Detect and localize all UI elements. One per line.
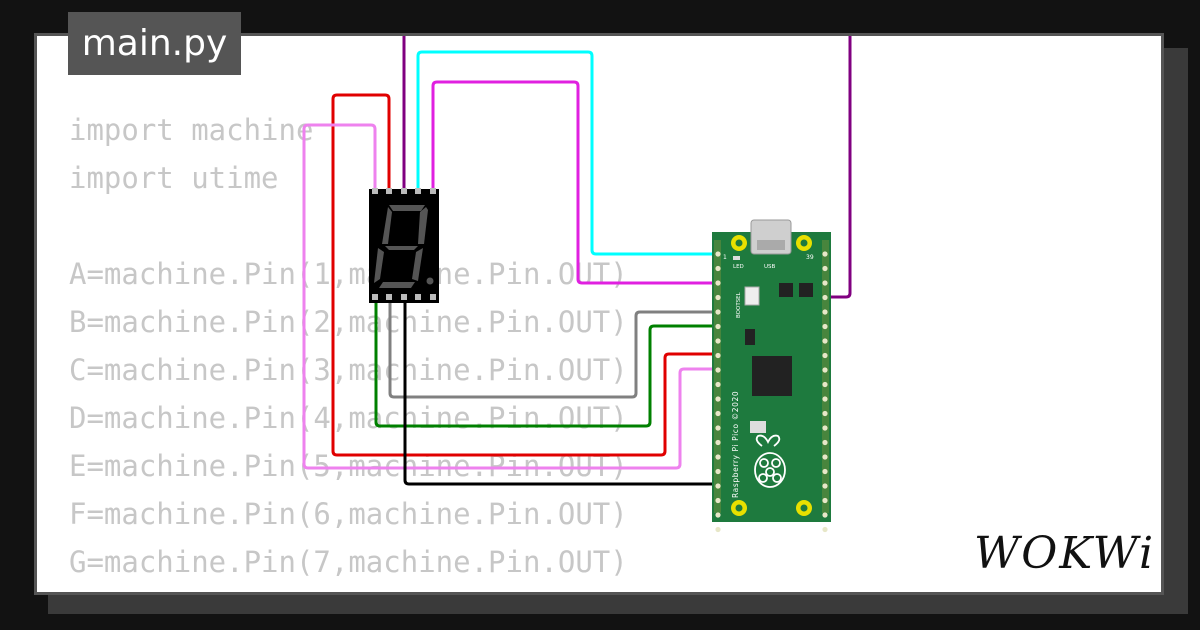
board-pin[interactable] <box>715 251 721 257</box>
board-pin[interactable] <box>715 309 721 315</box>
code-line: F=machine.Pin(6,machine.Pin.OUT) <box>69 497 628 531</box>
board-pin[interactable] <box>715 294 721 301</box>
board-pin[interactable] <box>822 338 828 344</box>
board-pin[interactable] <box>822 483 828 489</box>
led-label: LED <box>733 264 744 270</box>
board-pin[interactable] <box>822 265 828 272</box>
wire-pink[interactable] <box>302 123 722 470</box>
board-pin[interactable] <box>715 454 721 460</box>
board-pin[interactable] <box>715 338 721 344</box>
board-pin[interactable] <box>822 512 828 518</box>
rp2040-chip <box>752 356 792 396</box>
raspberry-logo-icon <box>754 434 786 488</box>
wire-magenta[interactable] <box>431 80 722 285</box>
pico-board[interactable]: 1 39 LED USB BOOTSEL Raspberry Pi Pico ©… <box>712 219 831 533</box>
board-pin[interactable] <box>715 410 721 417</box>
board-pin[interactable] <box>715 280 721 286</box>
board-pin[interactable] <box>822 381 828 388</box>
board-pin[interactable] <box>822 309 828 315</box>
board-pin[interactable] <box>715 497 721 504</box>
code-line: D=machine.Pin(4,machine.Pin.OUT) <box>69 401 628 435</box>
board-pin[interactable] <box>715 468 721 475</box>
board-pin[interactable] <box>715 381 721 388</box>
wire-green[interactable] <box>374 298 722 428</box>
code-line: G=machine.Pin(7,machine.Pin.OUT) <box>69 545 628 579</box>
regulator-chip <box>779 283 793 297</box>
bootsel-button[interactable] <box>744 286 760 306</box>
pin-label-left: 1 <box>723 254 727 261</box>
board-pin[interactable] <box>822 396 828 402</box>
code-line: import machine <box>69 113 314 147</box>
board-pin[interactable] <box>715 367 721 373</box>
pin-headers <box>714 240 829 513</box>
code-line: import utime <box>69 161 279 195</box>
board-pin[interactable] <box>822 251 828 257</box>
wire-gray[interactable] <box>388 298 722 399</box>
board-pin[interactable] <box>715 323 721 330</box>
wire-black[interactable] <box>403 298 722 486</box>
board-pin[interactable] <box>822 410 828 417</box>
file-tab[interactable]: main.py <box>68 12 241 75</box>
board-pin[interactable] <box>715 352 721 359</box>
wire-red[interactable] <box>331 93 722 457</box>
board-pin[interactable] <box>715 512 721 518</box>
code-line: B=machine.Pin(2,machine.Pin.OUT) <box>69 305 628 339</box>
board-pin[interactable] <box>822 294 828 301</box>
board-pin[interactable] <box>822 352 828 359</box>
board-pin[interactable] <box>822 280 828 286</box>
display-pins <box>372 188 436 300</box>
board-pin[interactable] <box>822 425 828 431</box>
pin-label-right: 39 <box>806 254 814 261</box>
board-pin[interactable] <box>822 323 828 330</box>
code-line: A=machine.Pin(1,machine.Pin.OUT) <box>69 257 628 291</box>
bootsel-label: BOOTSEL <box>736 291 742 318</box>
board-pin[interactable] <box>822 526 828 533</box>
seven-segment-display[interactable] <box>369 188 439 303</box>
wokwi-logo: WOKWi <box>974 528 1156 579</box>
board-silkscreen: Raspberry Pi Pico ©2020 <box>731 391 740 498</box>
board-pin[interactable] <box>822 439 828 446</box>
board-pin[interactable] <box>715 526 721 533</box>
board-pin[interactable] <box>822 367 828 373</box>
usb-label: USB <box>764 264 776 270</box>
wire-purple-right[interactable] <box>822 36 852 299</box>
board-pin[interactable] <box>822 468 828 475</box>
digit-segments <box>374 205 434 288</box>
board-pin[interactable] <box>822 497 828 504</box>
board-pin[interactable] <box>822 454 828 460</box>
board-pin[interactable] <box>715 439 721 446</box>
board-pin[interactable] <box>715 265 721 272</box>
led <box>733 256 740 260</box>
flash-chip <box>745 329 755 345</box>
usb-port <box>757 240 785 250</box>
board-pin[interactable] <box>715 396 721 402</box>
board-pin[interactable] <box>715 425 721 431</box>
board-pin[interactable] <box>715 483 721 489</box>
code-line: C=machine.Pin(3,machine.Pin.OUT) <box>69 353 628 387</box>
wire-cyan[interactable] <box>416 50 722 256</box>
